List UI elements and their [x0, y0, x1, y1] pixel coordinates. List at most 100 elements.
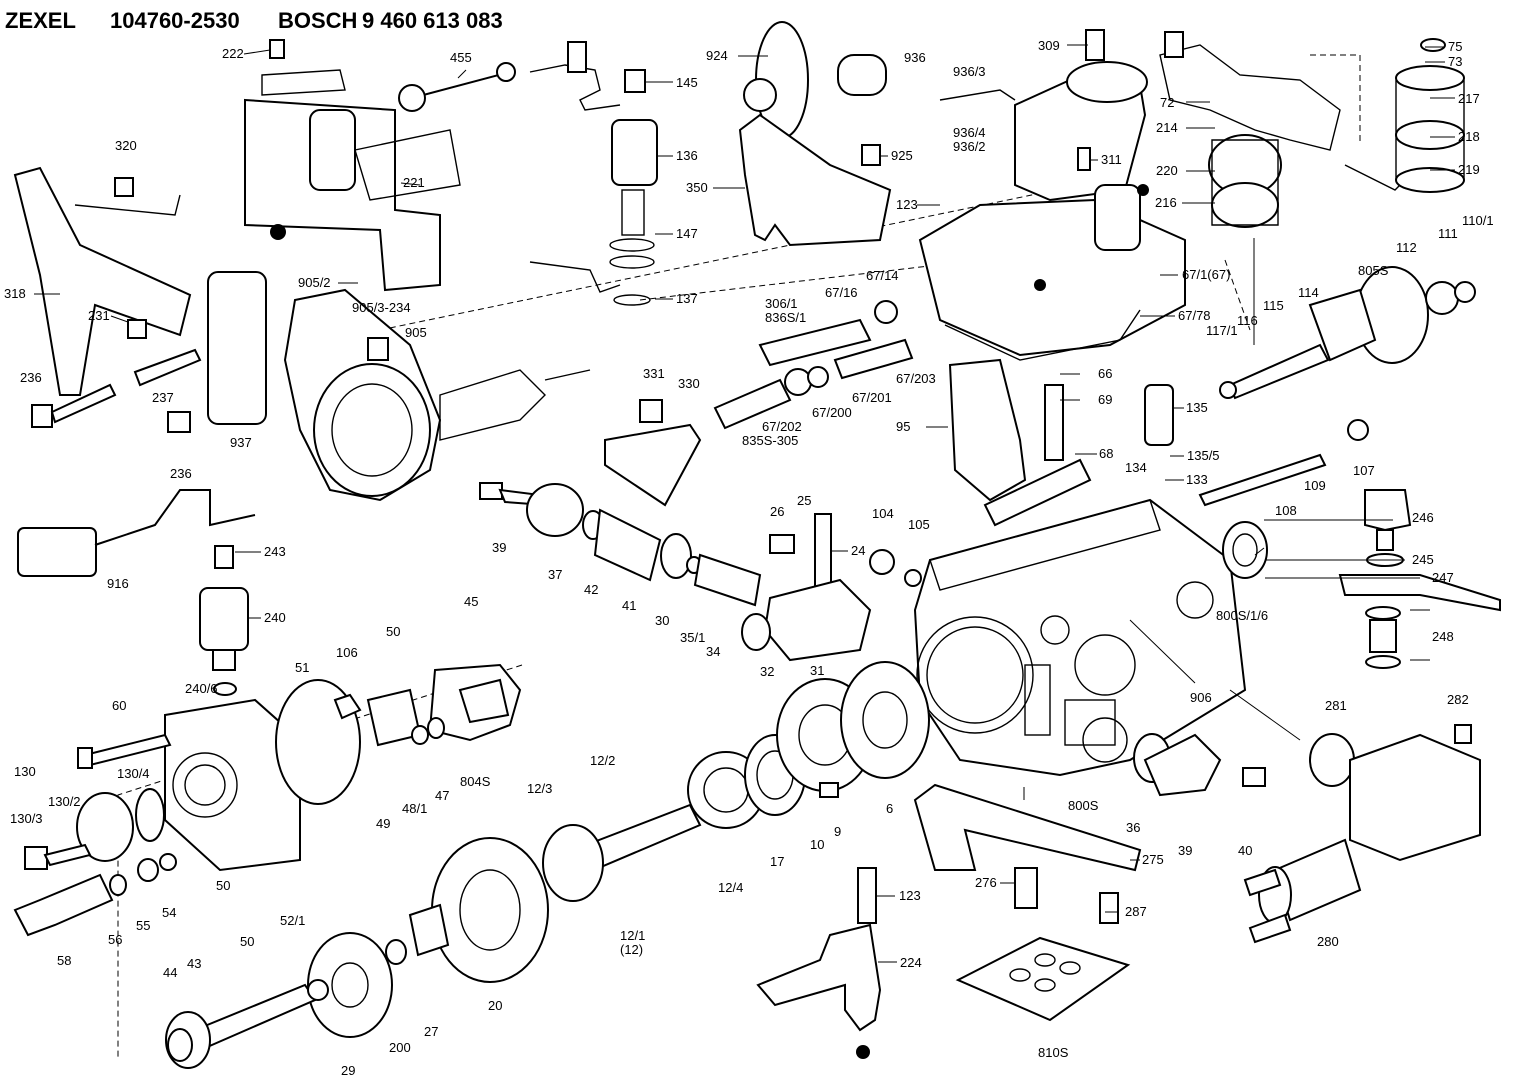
label-26: 26 — [770, 504, 784, 519]
label-55: 55 — [136, 918, 150, 933]
label-936-3: 936/3 — [953, 64, 986, 79]
label-200: 200 — [389, 1040, 411, 1055]
label-350: 350 — [686, 180, 708, 195]
label-12-4: 12/4 — [718, 880, 743, 895]
drive-shaft-assembly — [542, 661, 930, 902]
label-916: 916 — [107, 576, 129, 591]
label-135: 135 — [1186, 400, 1208, 415]
brand-right: BOSCH — [278, 8, 357, 33]
diaphragm-924 — [738, 21, 892, 247]
label-222: 222 — [222, 46, 244, 61]
governor-lever-bracket — [244, 39, 461, 292]
label-309: 309 — [1038, 38, 1060, 53]
label-106: 106 — [336, 645, 358, 660]
label-130: 130 — [14, 764, 36, 779]
plunger-shaft-50 — [165, 979, 329, 1069]
label-50-lower: 50 — [240, 934, 254, 949]
governor-spring-stack — [1159, 31, 1465, 228]
seal-800s-1-6 — [1222, 521, 1268, 579]
label-245: 245 — [1412, 552, 1434, 567]
label-9: 9 — [834, 824, 841, 839]
label-43: 43 — [187, 956, 201, 971]
label-12-1: 12/1 — [620, 928, 645, 943]
label-240: 240 — [264, 610, 286, 625]
label-236-bottom: 236 — [170, 466, 192, 481]
label-836s-1: 836S/1 — [765, 310, 806, 325]
governor-housing-905 — [283, 288, 591, 502]
label-40: 40 — [1238, 843, 1252, 858]
label-936-2: 936/2 — [953, 139, 986, 154]
label-905: 905 — [405, 325, 427, 340]
label-123-top: 123 — [896, 197, 918, 212]
solenoid-stack — [529, 41, 658, 306]
label-221: 221 — [403, 175, 425, 190]
label-35-1: 35/1 — [680, 630, 705, 645]
label-282: 282 — [1447, 692, 1469, 707]
plate-937 — [207, 271, 267, 425]
label-137: 137 — [676, 291, 698, 306]
diagram-header: ZEXEL 104760-2530 BOSCH 9 460 613 083 — [5, 8, 503, 33]
label-44: 44 — [163, 965, 177, 980]
label-117-1: 117/1 — [1206, 323, 1238, 338]
brand-left: ZEXEL — [5, 8, 76, 33]
label-73: 73 — [1448, 54, 1462, 69]
label-68: 68 — [1099, 446, 1113, 461]
label-115: 115 — [1263, 298, 1284, 313]
label-936-4: 936/4 — [953, 125, 986, 140]
label-67-203: 67/203 — [896, 371, 936, 386]
label-320: 320 — [115, 138, 137, 153]
label-27: 27 — [424, 1024, 438, 1039]
label-72: 72 — [1160, 95, 1174, 110]
label-112: 112 — [1396, 240, 1417, 255]
label-29: 29 — [341, 1063, 355, 1078]
label-67-14: 67/14 — [866, 268, 899, 283]
label-66: 66 — [1098, 366, 1112, 381]
distributor-head — [918, 184, 1186, 361]
label-111: 111 — [1438, 226, 1458, 241]
label-130-4: 130/4 — [117, 766, 150, 781]
number-right: 9 460 613 083 — [362, 8, 503, 33]
label-49: 49 — [376, 816, 390, 831]
label-75: 75 — [1448, 39, 1462, 54]
label-10: 10 — [810, 837, 824, 852]
label-906: 906 — [1190, 690, 1212, 705]
label-50-upper: 50 — [386, 624, 400, 639]
label-925: 925 — [891, 148, 913, 163]
delivery-valve-130 — [24, 733, 172, 870]
label-107: 107 — [1353, 463, 1375, 478]
label-12-paren: (12) — [620, 942, 643, 957]
label-67-202: 67/202 — [762, 419, 802, 434]
label-32: 32 — [760, 664, 774, 679]
label-67-201: 67/201 — [852, 390, 892, 405]
label-311: 311 — [1101, 152, 1122, 167]
label-216: 216 — [1155, 195, 1177, 210]
label-275: 275 — [1142, 852, 1164, 867]
valve-cluster — [948, 358, 1369, 527]
label-17: 17 — [770, 854, 784, 869]
label-133: 133 — [1186, 472, 1208, 487]
label-214: 214 — [1156, 120, 1178, 135]
label-281: 281 — [1325, 698, 1347, 713]
label-924: 924 — [706, 48, 728, 63]
timing-piston-31 — [741, 513, 922, 662]
label-6: 6 — [886, 801, 893, 816]
label-219: 219 — [1458, 162, 1480, 177]
cap-assembly-936 — [861, 29, 1148, 202]
label-240-6: 240/6 — [185, 681, 218, 696]
label-30: 30 — [655, 613, 669, 628]
label-136: 136 — [676, 148, 698, 163]
lever-455 — [398, 62, 516, 112]
label-51: 51 — [295, 660, 309, 675]
head-plunger-parts — [713, 300, 914, 430]
label-330: 330 — [678, 376, 700, 391]
label-905-2: 905/2 — [298, 275, 331, 290]
label-455: 455 — [450, 50, 472, 65]
label-67-16: 67/16 — [825, 285, 858, 300]
label-218: 218 — [1458, 129, 1480, 144]
label-123-bottom: 123 — [899, 888, 921, 903]
feed-pump-805s — [1219, 266, 1476, 400]
leader-lines — [34, 44, 1455, 963]
label-220: 220 — [1156, 163, 1178, 178]
label-318: 318 — [4, 286, 26, 301]
